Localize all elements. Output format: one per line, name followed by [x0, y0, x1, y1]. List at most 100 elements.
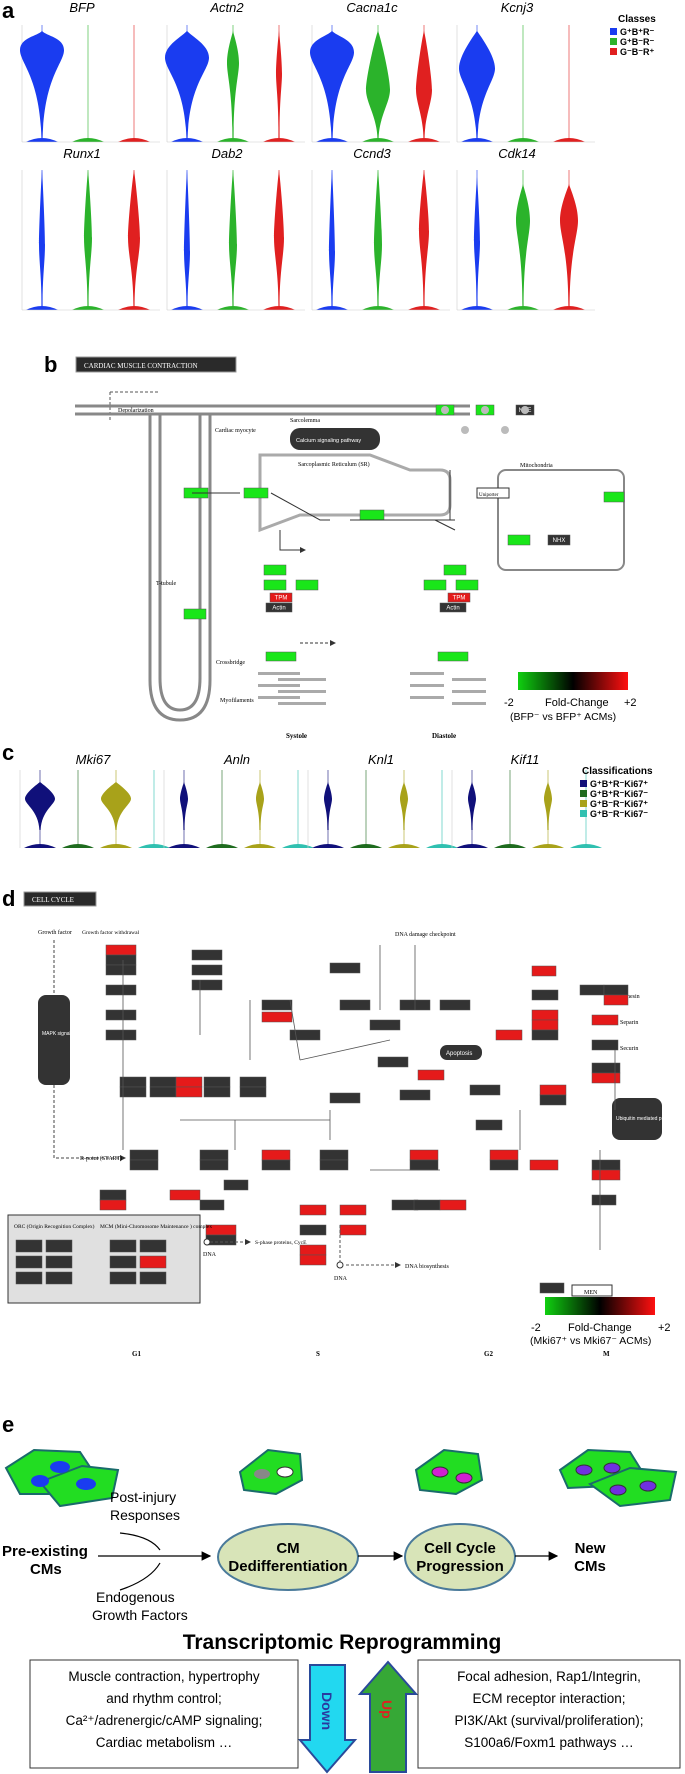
cell-cycle-box-gene-65[interactable]: [531, 965, 557, 977]
cell-cycle-box-gene-42[interactable]: [409, 1149, 439, 1161]
cell-cycle-box-gene-12[interactable]: [329, 962, 361, 974]
cell-cycle-box-gene-83[interactable]: [539, 1282, 565, 1294]
cell-cycle-box-gene-82[interactable]: [591, 1194, 617, 1206]
cell-cycle-box-gene-20[interactable]: [149, 1076, 177, 1088]
cell-cycle-box-gene-28[interactable]: [377, 1056, 409, 1068]
cell-cycle-box-gene-71[interactable]: [539, 1084, 567, 1096]
cell-cycle-box-gene-3[interactable]: [105, 964, 137, 976]
mapk-pathway-box[interactable]: [38, 995, 70, 1085]
cell-cycle-box-gene-70[interactable]: [495, 1029, 523, 1041]
cell-cycle-box-gene-63[interactable]: [413, 1199, 441, 1211]
kegg-box-tni-systole[interactable]: [263, 579, 287, 591]
cell-cycle-box-gene-60[interactable]: [299, 1244, 327, 1256]
cell-cycle-box-gene-19[interactable]: [119, 1086, 147, 1098]
cell-cycle-box-gene-79[interactable]: [591, 1072, 621, 1084]
cell-cycle-box-gene-2[interactable]: [105, 954, 137, 966]
mcm-box-4[interactable]: [139, 1255, 167, 1269]
cell-cycle-box-gene-74[interactable]: [603, 984, 629, 996]
apoptosis-box[interactable]: [440, 1045, 482, 1060]
cell-cycle-box-gene-9[interactable]: [191, 979, 223, 991]
mcm-box-3[interactable]: [109, 1255, 137, 1269]
cell-cycle-box-gene-18[interactable]: [119, 1076, 147, 1088]
cell-cycle-box-gene-35[interactable]: [129, 1159, 159, 1171]
kegg-box-tpm-systole[interactable]: [269, 592, 293, 603]
cell-cycle-box-gene-48[interactable]: [99, 1199, 127, 1211]
kegg-box-actin-systole[interactable]: [265, 602, 293, 613]
kegg-box-ncx[interactable]: [183, 608, 207, 620]
cell-cycle-box-gene-37[interactable]: [199, 1159, 229, 1171]
kegg-box-ryr[interactable]: [243, 487, 269, 499]
orc-box-1[interactable]: [15, 1239, 43, 1253]
cell-cycle-box-gene-10[interactable]: [261, 999, 293, 1011]
cell-cycle-box-gene-1[interactable]: [105, 944, 137, 956]
cell-cycle-box-gene-32[interactable]: [469, 1084, 501, 1096]
kegg-box-mcu[interactable]: [507, 534, 531, 546]
cell-cycle-box-gene-22[interactable]: [175, 1076, 203, 1088]
cell-cycle-box-gene-47[interactable]: [99, 1189, 127, 1201]
cell-cycle-box-gene-5[interactable]: [105, 1009, 137, 1021]
cell-cycle-box-gene-76[interactable]: [591, 1014, 619, 1026]
cell-cycle-box-gene-4[interactable]: [105, 984, 137, 996]
cell-cycle-box-gene-27[interactable]: [239, 1086, 267, 1098]
kegg-box-myosin-diastole[interactable]: [437, 651, 469, 662]
cell-cycle-box-gene-26[interactable]: [239, 1076, 267, 1088]
orc-box-3[interactable]: [15, 1255, 43, 1269]
cell-cycle-box-gene-36[interactable]: [199, 1149, 229, 1161]
cell-cycle-box-gene-43[interactable]: [409, 1159, 439, 1171]
mcm-box-2[interactable]: [139, 1239, 167, 1253]
cell-cycle-box-gene-41[interactable]: [319, 1159, 349, 1171]
cell-cycle-box-gene-40[interactable]: [319, 1149, 349, 1161]
orc-box-4[interactable]: [45, 1255, 73, 1269]
cell-cycle-box-gene-8[interactable]: [191, 964, 223, 976]
cell-cycle-box-gene-17[interactable]: [289, 1029, 321, 1041]
cell-cycle-box-gene-21[interactable]: [149, 1086, 177, 1098]
cell-cycle-box-gene-77[interactable]: [591, 1039, 619, 1051]
cell-cycle-box-gene-51[interactable]: [223, 1179, 249, 1191]
cell-cycle-box-gene-49[interactable]: [169, 1189, 201, 1201]
cell-cycle-box-gene-55[interactable]: [205, 1234, 237, 1246]
cell-cycle-box-gene-29[interactable]: [329, 1092, 361, 1104]
cell-cycle-box-gene-64[interactable]: [439, 1199, 467, 1211]
kegg-box-tnc-diastole[interactable]: [443, 564, 467, 576]
cell-cycle-box-gene-61[interactable]: [299, 1254, 327, 1266]
cell-cycle-box-gene-6[interactable]: [105, 1029, 137, 1041]
kegg-box-myosin-systole[interactable]: [265, 651, 297, 662]
cell-cycle-box-gene-69[interactable]: [531, 1029, 559, 1041]
cell-cycle-box-gene-14[interactable]: [369, 1019, 401, 1031]
cell-cycle-box-gene-11[interactable]: [261, 1011, 293, 1023]
cell-cycle-box-gene-33[interactable]: [475, 1119, 503, 1131]
cell-cycle-box-gene-24[interactable]: [203, 1076, 231, 1088]
kegg-box-tnt-diastole[interactable]: [455, 579, 479, 591]
cell-cycle-box-gene-66[interactable]: [531, 989, 559, 1001]
cell-cycle-box-gene-58[interactable]: [299, 1224, 327, 1236]
cell-cycle-box-gene-39[interactable]: [261, 1159, 291, 1171]
orc-box-6[interactable]: [45, 1271, 73, 1285]
cell-cycle-box-gene-57[interactable]: [339, 1204, 367, 1216]
cell-cycle-box-gene-25[interactable]: [203, 1086, 231, 1098]
kegg-box-actin-diastole[interactable]: [439, 602, 467, 613]
cell-cycle-box-gene-73[interactable]: [579, 984, 605, 996]
cell-cycle-box-gene-75[interactable]: [603, 994, 629, 1006]
cell-cycle-box-gene-67[interactable]: [531, 1009, 559, 1021]
cell-cycle-box-gene-44[interactable]: [489, 1149, 519, 1161]
mcm-box-1[interactable]: [109, 1239, 137, 1253]
cell-cycle-box-gene-68[interactable]: [531, 1019, 559, 1031]
cell-cycle-box-gene-31[interactable]: [417, 1069, 445, 1081]
kegg-box-tnt-systole[interactable]: [295, 579, 319, 591]
cell-cycle-box-gene-46[interactable]: [529, 1159, 559, 1171]
kegg-box-tpm-diastole[interactable]: [447, 592, 471, 603]
cell-cycle-box-gene-34[interactable]: [129, 1149, 159, 1161]
cell-cycle-box-gene-59[interactable]: [339, 1224, 367, 1236]
cell-cycle-box-gene-30[interactable]: [399, 1089, 431, 1101]
mcm-box-6[interactable]: [139, 1271, 167, 1285]
kegg-box-tni-diastole[interactable]: [423, 579, 447, 591]
calcium-pathway-box[interactable]: [290, 428, 380, 450]
cell-cycle-box-gene-56[interactable]: [299, 1204, 327, 1216]
cell-cycle-box-gene-78[interactable]: [591, 1062, 621, 1074]
cell-cycle-box-gene-7[interactable]: [191, 949, 223, 961]
ubiquitin-box[interactable]: [612, 1098, 662, 1140]
cell-cycle-box-gene-50[interactable]: [199, 1199, 225, 1211]
cell-cycle-box-gene-23[interactable]: [175, 1086, 203, 1098]
cell-cycle-box-gene-81[interactable]: [591, 1169, 621, 1181]
kegg-box-nclx[interactable]: [603, 491, 625, 503]
